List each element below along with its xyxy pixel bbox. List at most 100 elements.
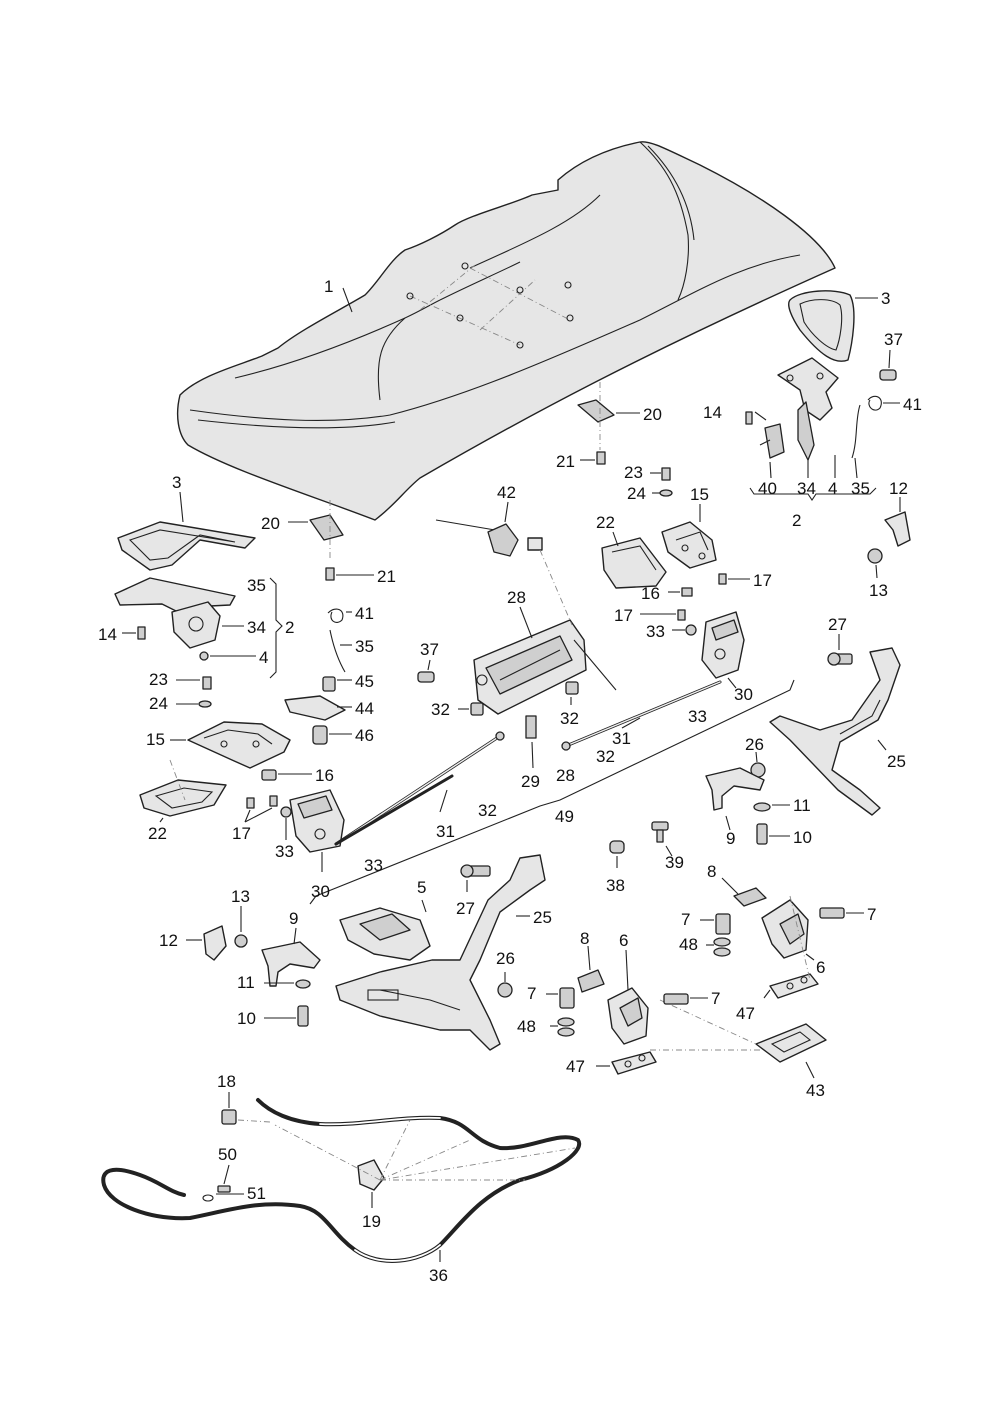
label-actuator-28a: 28	[507, 588, 526, 607]
bolt-39	[651, 821, 669, 843]
label-pin-16a: 16	[641, 584, 660, 603]
bracket-9-left	[261, 941, 321, 987]
rod-31-left	[334, 731, 505, 846]
label-18: 18	[217, 1072, 236, 1091]
cap-37-left	[417, 671, 435, 683]
label-12b: 12	[159, 931, 178, 950]
label-screw-17b: 17	[614, 606, 633, 625]
pin-16-left	[261, 769, 277, 781]
label-7d: 7	[711, 989, 720, 1008]
bolt-7-left-b	[663, 993, 689, 1005]
pad-43	[755, 1023, 827, 1063]
hinge-6-left	[607, 987, 649, 1045]
screw-50	[217, 1185, 231, 1193]
mount-bracket-right	[777, 357, 839, 461]
plate-47-right	[769, 973, 819, 999]
label-16b: 16	[315, 766, 334, 785]
label-top-cover: 1	[324, 277, 333, 296]
label-32b: 32	[560, 709, 579, 728]
ring-51	[202, 1194, 214, 1202]
label-4b: 4	[259, 648, 268, 667]
clip-18	[221, 1109, 237, 1125]
label-31a: 31	[436, 822, 455, 841]
label-19: 19	[362, 1212, 381, 1231]
washer-24-left	[198, 700, 212, 708]
label-48a: 48	[679, 935, 698, 954]
label-30b: 30	[311, 882, 330, 901]
label-33d: 33	[688, 707, 707, 726]
label-6b: 6	[619, 931, 628, 950]
top-cover-panel	[176, 141, 836, 521]
label-seal-left: 3	[172, 473, 181, 492]
label-29: 29	[521, 772, 540, 791]
label-26a: 26	[745, 735, 764, 754]
label-nut-33a: 33	[646, 622, 665, 641]
label-34a: 34	[797, 479, 816, 498]
label-51: 51	[247, 1184, 266, 1203]
nut-33-right	[685, 624, 697, 636]
bolt-7-right-b	[819, 907, 845, 919]
label-hinge-15a: 15	[690, 485, 709, 504]
spring-41-right	[851, 395, 882, 459]
label-seal-right: 3	[881, 289, 890, 308]
nut-13-right	[867, 548, 883, 564]
label-40: 40	[758, 479, 777, 498]
label-33b: 33	[275, 842, 294, 861]
bolt-10-right	[756, 823, 768, 845]
label-48b: 48	[517, 1017, 536, 1036]
label-screw-21a: 21	[556, 452, 575, 471]
label-7a: 7	[681, 910, 690, 929]
rod-31-right	[561, 680, 722, 751]
bolt-46	[312, 725, 328, 745]
label-25b: 25	[887, 752, 906, 771]
label-11a: 11	[793, 796, 811, 815]
label-9b: 9	[289, 909, 298, 928]
hinge-arm-25-right	[769, 647, 901, 816]
bolt-27-left	[460, 864, 491, 878]
label-22b: 22	[148, 824, 167, 843]
label-bolt-23a: 23	[624, 463, 643, 482]
bushing-38	[609, 840, 625, 854]
bolt-7-right-a	[715, 913, 731, 935]
cap-37-right	[879, 369, 897, 381]
label-9a: 9	[726, 829, 735, 848]
label-34b: 34	[247, 618, 266, 637]
screw-17-right	[718, 573, 727, 585]
nut-13-left	[234, 934, 248, 948]
label-28b: 28	[556, 766, 575, 785]
label-37b: 37	[420, 640, 439, 659]
plate-44	[284, 695, 346, 721]
rod-42	[435, 519, 573, 626]
lock-30-right	[701, 611, 745, 679]
label-screw-17a: 17	[753, 571, 772, 590]
washer-11-right	[753, 802, 771, 812]
bracket-34-left	[114, 577, 236, 649]
release-cable-36	[101, 1098, 582, 1263]
cable-leaders	[274, 1119, 576, 1181]
bolt-10-left	[297, 1005, 309, 1027]
bolt-27-right	[827, 652, 853, 666]
hinge-15-left	[187, 721, 291, 769]
label-35a: 35	[851, 479, 870, 498]
spring-41-left	[327, 608, 344, 623]
label-assy-2a: 2	[792, 511, 801, 530]
label-pad-22a: 22	[596, 513, 615, 532]
label-49: 49	[555, 807, 574, 826]
screw-4-left	[199, 651, 209, 661]
label-5: 5	[417, 878, 426, 897]
label-13b: 13	[231, 887, 250, 906]
bolt-7-left-a	[559, 987, 575, 1009]
label-14b: 14	[98, 625, 117, 644]
hinge-6-right	[761, 899, 809, 959]
motor-40	[759, 423, 785, 459]
screw-14-left	[137, 626, 146, 640]
label-25c: 25	[533, 908, 552, 927]
label-rod-42: 42	[497, 483, 516, 502]
pad-22-right	[601, 537, 667, 589]
label-plate-12a: 12	[889, 479, 908, 498]
hinge-15-right	[661, 521, 717, 569]
label-20b: 20	[261, 514, 280, 533]
pad-22-left	[139, 779, 227, 817]
plate-8-right	[733, 887, 767, 907]
